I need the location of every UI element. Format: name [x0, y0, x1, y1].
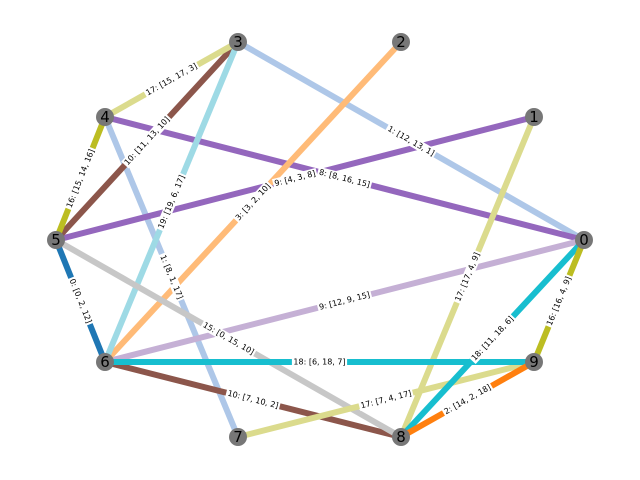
node-circle: [392, 33, 410, 51]
edge-label-text: 18: [11, 18, 6]: [470, 314, 516, 362]
edge-label-6-0: 9: [12, 9, 15]: [316, 289, 373, 313]
edge-label-4-0: 8: [8, 16, 15]: [316, 166, 373, 191]
edge-label-8-1: 17: [17, 4, 9]: [452, 249, 483, 305]
edge-label-background: [316, 166, 373, 191]
node-7: 7: [229, 428, 247, 446]
edge-label-background: [225, 387, 281, 412]
edge-label-6-8: 10: [7, 10, 2]: [225, 387, 281, 412]
node-circle: [229, 33, 247, 51]
edge-label-background: [142, 60, 201, 99]
node-circle: [96, 108, 114, 126]
node-circle: [392, 428, 410, 446]
node-2: 2: [392, 33, 410, 51]
node-label: 9: [529, 353, 539, 371]
node-3: 3: [229, 33, 247, 51]
node-label: 1: [529, 108, 539, 126]
node-circle: [96, 353, 114, 371]
node-1: 1: [525, 108, 543, 126]
edge-label-6-9: 18: [6, 18, 7]: [291, 357, 348, 367]
edge-label-background: [452, 249, 483, 305]
node-label: 5: [51, 231, 61, 249]
edge-label-background: [157, 251, 186, 303]
node-8: 8: [392, 428, 410, 446]
edge-label-7-9: 17: [7, 4, 17]: [358, 387, 414, 412]
edge-label-5-6: 0: [0, 2, 12]: [66, 275, 95, 327]
node-label: 7: [233, 428, 243, 446]
node-circle: [575, 231, 593, 249]
edge-label-background: [232, 180, 274, 224]
node-4: 4: [96, 108, 114, 126]
edge-label-background: [441, 381, 494, 418]
node-label: 3: [233, 33, 243, 51]
edge-label-text: 19: [19, 6, 17]: [156, 174, 186, 230]
edge-label-text: 17: [17, 4, 9]: [453, 251, 481, 303]
node-label: 8: [396, 428, 406, 446]
node-0: 0: [575, 231, 593, 249]
edge-label-background: [358, 387, 414, 412]
edge-label-background: [384, 122, 438, 160]
node-label: 2: [396, 33, 406, 51]
edge-label-background: [543, 273, 575, 329]
edge-label-background: [66, 275, 95, 327]
edge-label-background: [316, 289, 373, 313]
edge-label-background: [121, 113, 173, 169]
edges-layer: [53, 39, 587, 440]
node-circle: [47, 231, 65, 249]
node-5: 5: [47, 231, 65, 249]
edge-label-background: [468, 313, 517, 364]
edge-label-8-0: 18: [11, 18, 6]: [468, 313, 517, 364]
edge-label-background: [155, 172, 188, 232]
edge-label-text: 16: [16, 4, 9]: [545, 275, 573, 327]
node-circle: [229, 428, 247, 446]
edge-label-background: [199, 319, 258, 358]
node-6: 6: [96, 353, 114, 371]
edge-label-6-3: 19: [19, 6, 17]: [155, 172, 188, 232]
node-label: 6: [100, 353, 110, 371]
edge-label-background: [63, 146, 98, 211]
edge-label-text: 18: [6, 18, 7]: [293, 358, 345, 367]
node-label: 0: [579, 231, 589, 249]
node-circle: [525, 108, 543, 126]
edge-label-background: [291, 357, 348, 367]
node-9: 9: [525, 353, 543, 371]
edge-label-text: 0: [0, 2, 12]: [68, 277, 94, 324]
nodes-layer: 0 1 2 3 4 5 6 7 8 9: [47, 33, 593, 446]
node-label: 4: [100, 108, 110, 126]
node-circle: [525, 353, 543, 371]
edge-label-background: [271, 168, 319, 189]
